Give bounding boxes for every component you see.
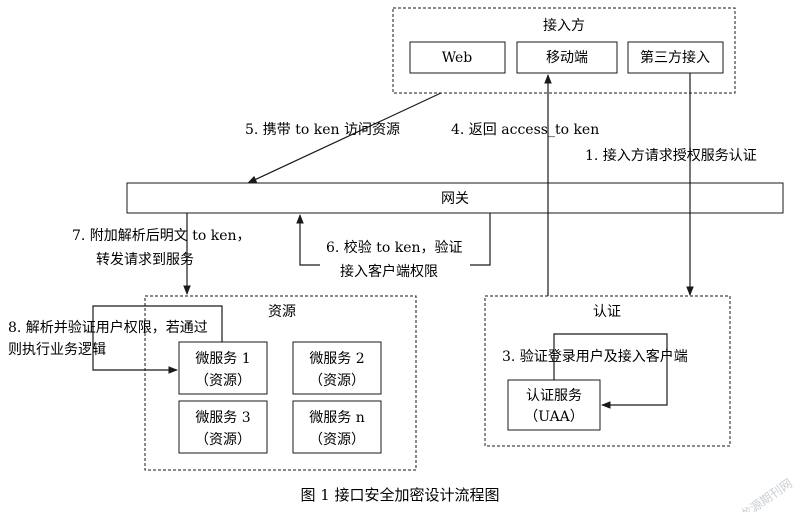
step-1-label: 1. 接入方请求授权服务认证 <box>585 147 757 164</box>
gateway-bar: 网关 <box>126 182 784 214</box>
microservice-1-sub: （资源） <box>195 373 251 389</box>
client-third-party-label: 第三方接入 <box>640 49 710 66</box>
step-8-label-line2: 则执行业务逻辑 <box>8 342 106 358</box>
step-5-label: 5. 携带 to ken 访问资源 <box>245 122 400 138</box>
microservice-n: 微服务 n （资源） <box>292 400 382 454</box>
arrow-step-8 <box>92 305 223 374</box>
watermark-text: 龙源期刊网 <box>738 476 795 512</box>
auth-group: 认证 认证服务 （UAA） <box>484 295 731 447</box>
microservice-n-sub: （资源） <box>309 432 365 448</box>
client-mobile-label: 移动端 <box>546 50 588 66</box>
microservice-2: 微服务 2 （资源） <box>292 341 382 395</box>
microservice-1: 微服务 1 （资源） <box>178 341 268 395</box>
resources-group: 资源 微服务 1 （资源） 微服务 2 （资源） 微服务 3 （资源） 微服务 … <box>144 295 417 471</box>
uaa-service-sub: （UAA） <box>524 409 584 425</box>
microservice-2-name: 微服务 2 <box>309 351 364 367</box>
client-third-party: 第三方接入 <box>627 41 724 74</box>
microservice-1-name: 微服务 1 <box>195 351 250 367</box>
arrow-step-3 <box>553 333 668 409</box>
step-6-label-line1: 6. 校验 to ken，验证 <box>326 239 463 256</box>
step-3-label: 3. 验证登录用户及接入客户端 <box>502 348 688 365</box>
microservice-2-sub: （资源） <box>309 373 365 389</box>
access-party-group: 接入方 Web 移动端 第三方接入 <box>392 7 736 94</box>
step-4-label: 4. 返回 access_to ken <box>451 122 599 138</box>
arrow-step-5 <box>247 92 442 184</box>
step-8-label-line1: 8. 解析并验证用户权限，若通过 <box>8 319 208 336</box>
client-web-label: Web <box>442 50 473 66</box>
step-7-label-line2: 转发请求到服务 <box>96 252 194 268</box>
client-mobile: 移动端 <box>516 41 618 74</box>
microservice-3-sub: （资源） <box>195 432 251 448</box>
uaa-service-box: 认证服务 （UAA） <box>507 379 601 431</box>
microservice-3-name: 微服务 3 <box>195 410 250 426</box>
auth-title: 认证 <box>593 304 621 320</box>
resources-title: 资源 <box>268 304 296 320</box>
figure-caption: 图 1 接口安全加密设计流程图 <box>300 486 499 504</box>
uaa-service-name: 认证服务 <box>526 388 582 404</box>
step-7-label-line1: 7. 附加解析后明文 to ken， <box>72 228 251 244</box>
microservice-n-name: 微服务 n <box>309 410 364 426</box>
gateway-label: 网关 <box>441 191 469 207</box>
step-6-label-line2: 接入客户端权限 <box>340 263 438 280</box>
access-party-title: 接入方 <box>543 17 585 34</box>
microservice-3: 微服务 3 （资源） <box>178 400 268 454</box>
client-web: Web <box>409 41 506 74</box>
